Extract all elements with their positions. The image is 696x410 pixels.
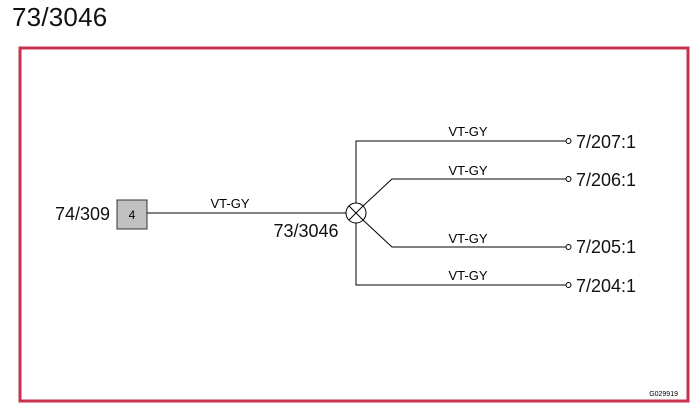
splice-label: 73/3046 xyxy=(273,221,338,241)
branch-wire-1 xyxy=(355,138,572,203)
branch-terminal-3: 7/205:1 xyxy=(576,237,636,257)
branch-wire-color-2: VT-GY xyxy=(448,163,487,178)
terminal-circle-icon xyxy=(565,176,572,182)
branch-terminal-4: 7/204:1 xyxy=(576,276,636,296)
source-pin-number: 4 xyxy=(129,208,136,222)
terminal-circle-icon xyxy=(565,138,572,144)
diagram-frame xyxy=(18,46,690,403)
branch-terminal-1: 7/207:1 xyxy=(576,132,636,152)
branch-wire-color-3: VT-GY xyxy=(448,231,487,246)
page-title: 73/3046 xyxy=(12,2,108,32)
figure-code: G029919 xyxy=(649,391,678,398)
source-wire-color: VT-GY xyxy=(210,196,249,211)
terminal-circle-icon xyxy=(565,244,572,250)
source-connector-label: 74/309 xyxy=(55,204,110,224)
terminal-circle-icon xyxy=(565,282,572,288)
source-connector-box xyxy=(116,199,148,230)
branch-terminal-2: 7/206:1 xyxy=(576,170,636,190)
branch-wire-3 xyxy=(362,219,572,250)
branch-wire-2 xyxy=(362,176,572,207)
branch-wire-4 xyxy=(355,223,572,288)
branch-wire-color-4: VT-GY xyxy=(448,268,487,283)
branch-wire-color-1: VT-GY xyxy=(448,124,487,139)
